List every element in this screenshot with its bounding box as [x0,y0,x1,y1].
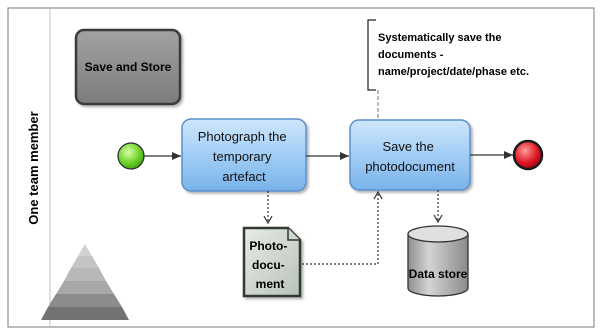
start-event [117,142,145,170]
annotation-line-2: documents - [378,49,444,61]
task-save-line-2: photodocument [365,159,455,174]
task-photograph-line-3: artefact [222,169,266,184]
data-store-label: Data store [409,267,468,281]
end-event [512,139,544,171]
photo-document-line-3: ment [256,277,285,291]
annotation-line-3: name/project/date/phase etc. [378,66,529,78]
title-box-label: Save and Store [85,60,172,74]
photo-document-line-1: Photo- [249,239,287,253]
data-store: Data store [407,225,469,297]
photo-document: Photo- docu- ment [242,226,302,298]
task-photograph: Photograph the temporary artefact [181,118,307,192]
title-box: Save and Store [74,28,182,106]
annotation-line-1: Systematically save the [378,32,502,44]
pyramid-icon [41,244,129,320]
task-save-line-1: Save the [383,139,434,154]
svg-text:Photo- docu- m: Photo- docu- ment [249,239,290,291]
task-photograph-line-1: Photograph the [198,129,287,144]
lane-label: One team member [26,111,41,224]
data-association-document-input [302,190,383,265]
task-save: Save the photodocument [349,119,471,191]
text-annotation: Systematically save the documents - name… [367,19,529,91]
svg-text:Systematically save the: Systematically save the documents - name… [378,32,529,78]
task-photograph-line-2: temporary [213,149,272,164]
svg-text:Save the photodocument: Save the photodocument [365,139,455,174]
photo-document-line-2: docu- [252,258,285,272]
svg-text:Photograph the tempora: Photograph the temporary artefact [198,129,291,184]
